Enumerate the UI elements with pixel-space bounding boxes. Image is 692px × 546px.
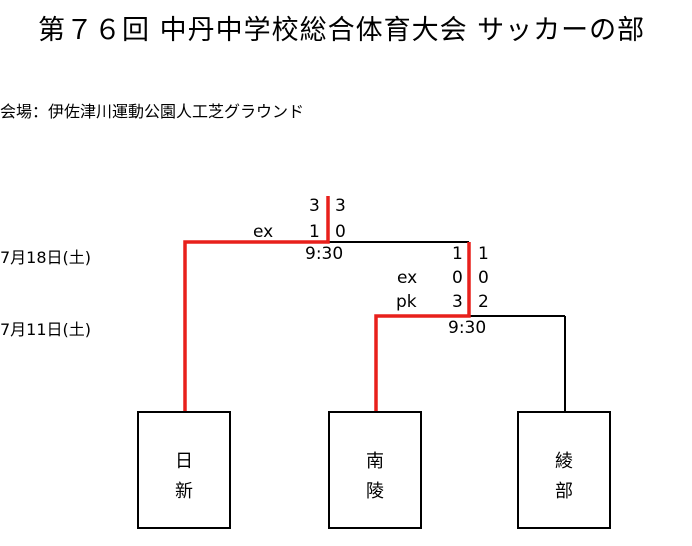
semi-ex-label: ex [397,268,418,288]
semi-time: 9:30 [448,318,487,338]
final-left-winner-line [183,196,330,412]
team-name: 綾 部 [555,451,573,502]
semi-pk-label: pk [396,292,417,312]
semi-pk-right: 2 [478,292,489,312]
final-date: 7月18日(土) [0,248,92,267]
semi-pk-left: 3 [452,292,463,312]
semi-ex-right: 0 [478,268,489,288]
final-ex-label: ex [253,222,274,242]
team-box-nisshin: 日 新 [137,411,231,529]
venue-label: 会場：伊佐津川運動公園人工芝グラウンド [0,102,305,121]
team-name: 日 新 [175,451,193,502]
semi-date: 7月11日(土) [0,320,92,339]
final-ex-left: 1 [309,222,320,242]
final-score-right: 3 [335,196,346,216]
semi-left-winner-line [374,242,471,412]
page-title: 第７６回 中丹中学校総合体育大会 サッカーの部 [38,15,646,46]
semi-ex-left: 0 [452,268,463,288]
team-name: 南 陵 [366,451,384,502]
final-time: 9:30 [305,244,344,264]
semi-score-left: 1 [452,244,463,264]
final-score-left: 3 [309,196,320,216]
semi-score-right: 1 [478,244,489,264]
final-ex-right: 0 [335,222,346,242]
team-box-nanryo: 南 陵 [328,411,422,529]
team-box-ayabe: 綾 部 [517,411,611,529]
